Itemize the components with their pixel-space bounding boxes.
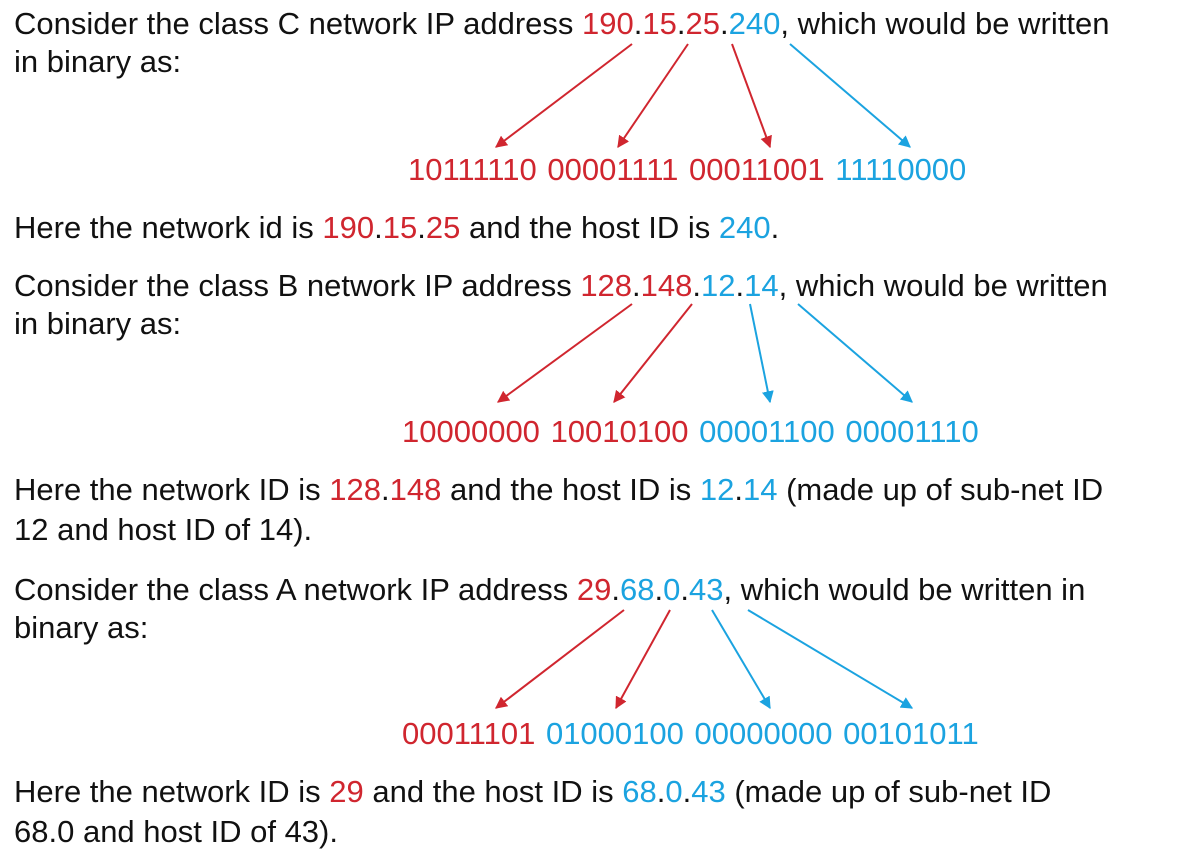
binary-octet-1: 00011101 [402, 716, 536, 751]
arrow-c-octet-1 [495, 43, 633, 148]
ip-octet-2: 68 [620, 572, 655, 607]
class-c-binary: 10111110 00001111 00011001 11110000 [408, 152, 966, 188]
network-id-part: 128 [329, 472, 382, 507]
arrow-b-octet-1 [497, 303, 633, 403]
ip-octet-3: 12 [701, 268, 736, 303]
network-id-part: 148 [389, 472, 442, 507]
ip-octet-3: 0 [663, 572, 681, 607]
binary-octet-2: 10010100 [550, 414, 689, 449]
network-id-part: 25 [425, 210, 461, 245]
ip-octet-2: 148 [640, 268, 693, 303]
ip-octet-1: 29 [576, 572, 612, 607]
host-id-part: 240 [718, 210, 771, 245]
ip-octet-2: 15 [642, 6, 677, 41]
host-id-part: 68 [622, 774, 657, 809]
intro-text: Consider the class C network IP address [14, 6, 583, 41]
ip-octet-4: 14 [744, 268, 779, 303]
class-a-explanation-cont: 68.0 and host ID of 43). [14, 814, 338, 849]
ip-octet-3: 25 [685, 6, 720, 41]
arrow-c-octet-2 [617, 43, 689, 148]
arrow-c-octet-4 [789, 43, 911, 148]
host-id-part: 0 [665, 774, 683, 809]
arrow-b-octet-2 [613, 303, 693, 403]
arrow-a-octet-4 [747, 609, 914, 709]
class-b-intro-cont: in binary as: [14, 306, 182, 341]
explanation-text: (made up of sub-net ID [777, 472, 1104, 507]
intro-text: , which would be written [778, 268, 1108, 303]
binary-octet-1: 10000000 [402, 414, 540, 449]
class-b-binary: 10000000 10010100 00001100 00001110 [402, 414, 979, 450]
explanation-text: Here the network id is [14, 210, 323, 245]
explanation-text: and the host ID is [460, 210, 719, 245]
host-id-part: 43 [691, 774, 726, 809]
arrow-b-octet-3 [749, 303, 774, 404]
explanation-text: Here the network ID is [14, 774, 330, 809]
binary-octet-4: 00001110 [845, 414, 979, 449]
arrow-a-octet-3 [711, 609, 771, 710]
arrow-a-octet-2 [615, 609, 671, 710]
class-b-intro: Consider the class B network IP address … [14, 268, 1108, 303]
intro-text: , which would be written [780, 6, 1110, 41]
ip-octet-1: 128 [580, 268, 633, 303]
class-a-explanation: Here the network ID is 29 and the host I… [14, 774, 1052, 809]
binary-octet-1: 10111110 [408, 152, 537, 187]
explanation-text: Here the network ID is [14, 472, 330, 507]
explanation-text: and the host ID is [441, 472, 700, 507]
class-a-binary: 00011101 01000100 00000000 00101011 [402, 716, 979, 752]
class-c-explanation: Here the network id is 190.15.25 and the… [14, 210, 780, 245]
arrow-a-octet-1 [495, 609, 625, 709]
explanation-text: and the host ID is [363, 774, 623, 809]
binary-octet-3: 00000000 [694, 716, 833, 751]
class-a-intro-cont: binary as: [14, 610, 149, 645]
class-c-intro: Consider the class C network IP address … [14, 6, 1110, 41]
host-id-part: 12 [699, 472, 735, 507]
ip-octet-4: 240 [728, 6, 781, 41]
arrow-c-octet-3 [731, 43, 772, 149]
network-id-part: 29 [329, 774, 364, 809]
binary-octet-3: 00001100 [699, 414, 835, 449]
binary-octet-2: 00001111 [547, 152, 679, 187]
explanation-text: (made up of sub-net ID [725, 774, 1052, 809]
ip-octet-1: 190 [582, 6, 634, 41]
intro-text: , which would be written in [723, 572, 1086, 607]
explanation-text: . [770, 210, 780, 245]
binary-octet-3: 00011001 [689, 152, 825, 187]
intro-text: Consider the class A network IP address [14, 572, 577, 607]
class-a-intro: Consider the class A network IP address … [14, 572, 1086, 607]
network-id-part: 15 [382, 210, 418, 245]
binary-octet-4: 11110000 [835, 152, 967, 187]
class-b-explanation-cont: 12 and host ID of 14). [14, 512, 313, 547]
class-c-intro-cont: in binary as: [14, 44, 182, 79]
host-id-part: 14 [742, 472, 778, 507]
network-id-part: 190 [322, 210, 375, 245]
binary-octet-2: 01000100 [545, 716, 684, 751]
class-b-explanation: Here the network ID is 128.148 and the h… [14, 472, 1104, 507]
ip-octet-4: 43 [688, 572, 724, 607]
arrow-b-octet-4 [797, 303, 913, 403]
binary-octet-4: 00101011 [843, 716, 979, 751]
intro-text: Consider the class B network IP address [14, 268, 581, 303]
